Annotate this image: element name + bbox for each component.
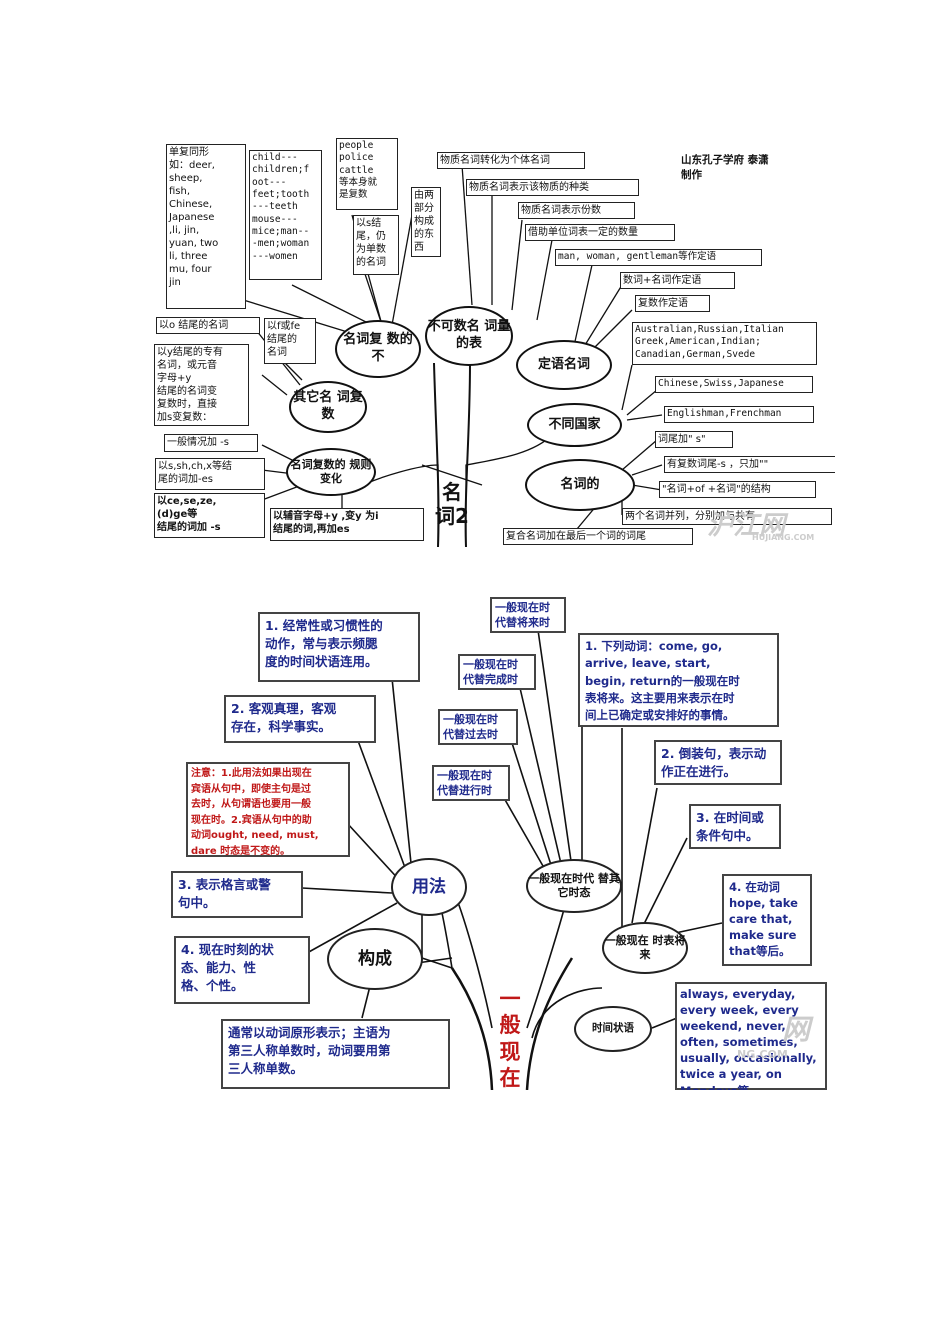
- usage-item-1: 1. 经常性或习惯性的 动作，常与表示频腮 度的时间状语连用。: [258, 612, 420, 682]
- future-item-2: 2. 倒装句，表示动 作正在进行。: [654, 740, 782, 785]
- usage-node: 用法: [391, 858, 467, 916]
- ce-se-box: 以ce,se,ze, (d)ge等 结尾的词加 -s: [154, 493, 265, 538]
- possessive-item-2: 有复数词尾-s ，只加"": [664, 456, 835, 473]
- uncountable-item-2: 物质名词表示该物质的种类: [466, 179, 639, 196]
- attributive-item-1: man, woman, gentleman等作定语: [555, 249, 762, 266]
- consonant-y-box: 以辅音字母+y ,变y 为i 结尾的词,再加es: [270, 508, 424, 541]
- attributive-item-3: 复数作定语: [635, 295, 710, 312]
- noun-plural-mindmap: 单复同形 如：deer, sheep, fish, Chinese, Japan…: [152, 135, 835, 547]
- plural-irregular-node: 名词复 数的不: [335, 320, 421, 378]
- usage-item-4: 4. 现在时刻的状 态、能力、性 格、个性。: [174, 936, 310, 1004]
- parts-box: 由两 部分 构成 的东 西: [411, 187, 441, 257]
- s-sh-box: 以s,sh,ch,x等结 尾的词加-es: [155, 458, 265, 490]
- countries-item-1: Australian,Russian,Italian Greek,America…: [632, 322, 817, 365]
- general-rule-box: 一般情况加 -s: [164, 434, 258, 452]
- y-end-box: 以y结尾的专有 名词，或元音 字母+y 结尾的名词变 复数时，直接 加s变复数：: [154, 344, 249, 426]
- countries-node: 不同国家: [527, 403, 622, 447]
- possessive-node: 名词的: [525, 459, 635, 511]
- form-text: 通常以动词原形表示；主语为 第三人称单数时，动词要用第 三人称单数。: [221, 1019, 450, 1089]
- watermark-url-2: NG.COM: [737, 1048, 788, 1061]
- usage-item-3: 3. 表示格言或警 句中。: [171, 871, 303, 918]
- regular-plural-node: 名词复数的 规则变化: [286, 448, 376, 496]
- replace-past: 一般现在时 代替过去时: [438, 709, 518, 745]
- future-item-3: 3. 在时间或 条件句中。: [689, 804, 781, 849]
- possessive-item-4: 两个名词并列，分别加与共有: [622, 508, 832, 525]
- replace-progressive: 一般现在时 代替进行时: [432, 765, 510, 801]
- replace-future: 一般现在时 代替将来时: [490, 597, 566, 633]
- usage-item-2: 2. 客观真理，客观 存在，科学事实。: [224, 695, 376, 743]
- uncountable-item-1: 物质名词转化为个体名词: [437, 152, 585, 169]
- trunk-title-1: 名 词2: [435, 480, 469, 528]
- o-end-box: 以o 结尾的名词: [156, 317, 260, 334]
- uncountable-item-3: 物质名词表示份数: [518, 202, 635, 219]
- countries-item-2: Chinese,Swiss,Japanese: [655, 376, 813, 393]
- future-item-4: 4. 在动词 hope, take care that, make sure t…: [722, 874, 812, 966]
- simple-present-mindmap: 1. 经常性或习惯性的 动作，常与表示频腮 度的时间状语连用。 2. 客观真理，…: [152, 578, 835, 1090]
- uncountable-node: 不可数名 词量的表: [425, 306, 513, 366]
- possessive-item-5: 复合名词加在最后一个词的词尾: [503, 528, 693, 545]
- f-end-box: 以f或fe 结尾的 名词: [264, 318, 316, 364]
- other-plural-node: 其它名 词复数: [289, 381, 367, 433]
- countries-item-3: Englishman,Frenchman: [664, 406, 814, 423]
- attributive-node: 定语名词: [516, 340, 612, 390]
- s-end-box: 以s结 尾，仍 为单数 的名词: [353, 215, 399, 275]
- adverbial-list: always, everyday, every week, every week…: [675, 982, 827, 1090]
- trunk-title-2: 一 般 现 在: [499, 987, 521, 1090]
- future-node: 一般现在 时表将来: [602, 922, 688, 974]
- form-node: 构成: [327, 928, 423, 990]
- child-plural-box: child--- children;f oot--- feet;tooth --…: [249, 150, 322, 280]
- watermark-1: 沪江网: [707, 511, 786, 541]
- watermark-2: 网: [782, 1013, 811, 1046]
- future-item-1: 1. 下列动词：come, go, arrive, leave, start, …: [578, 633, 779, 727]
- possessive-item-1: 词尾加" s": [655, 431, 733, 448]
- attributive-item-2: 数词+名词作定语: [620, 272, 735, 289]
- replace-perfect: 一般现在时 代替完成时: [458, 654, 536, 690]
- same-form-box: 单复同形 如：deer, sheep, fish, Chinese, Japan…: [166, 144, 246, 309]
- adverbial-node: 时间状语: [574, 1006, 652, 1052]
- replace-node: 一般现在时代 替其它时态: [526, 859, 622, 913]
- usage-note: 注意：1.此用法如果出现在 宾语从句中，即使主句是过 去时，从句谓语也要用一般 …: [186, 762, 350, 857]
- watermark-url-1: HUJIANG.COM: [752, 533, 815, 542]
- people-box: people police cattle 等本身就 是复数: [336, 138, 398, 210]
- uncountable-item-4: 借助单位词表一定的数量: [525, 224, 675, 241]
- possessive-item-3: "名词+of +名词"的结构: [659, 481, 816, 498]
- credit-text: 山东孔子学府 泰潇制作: [681, 154, 769, 181]
